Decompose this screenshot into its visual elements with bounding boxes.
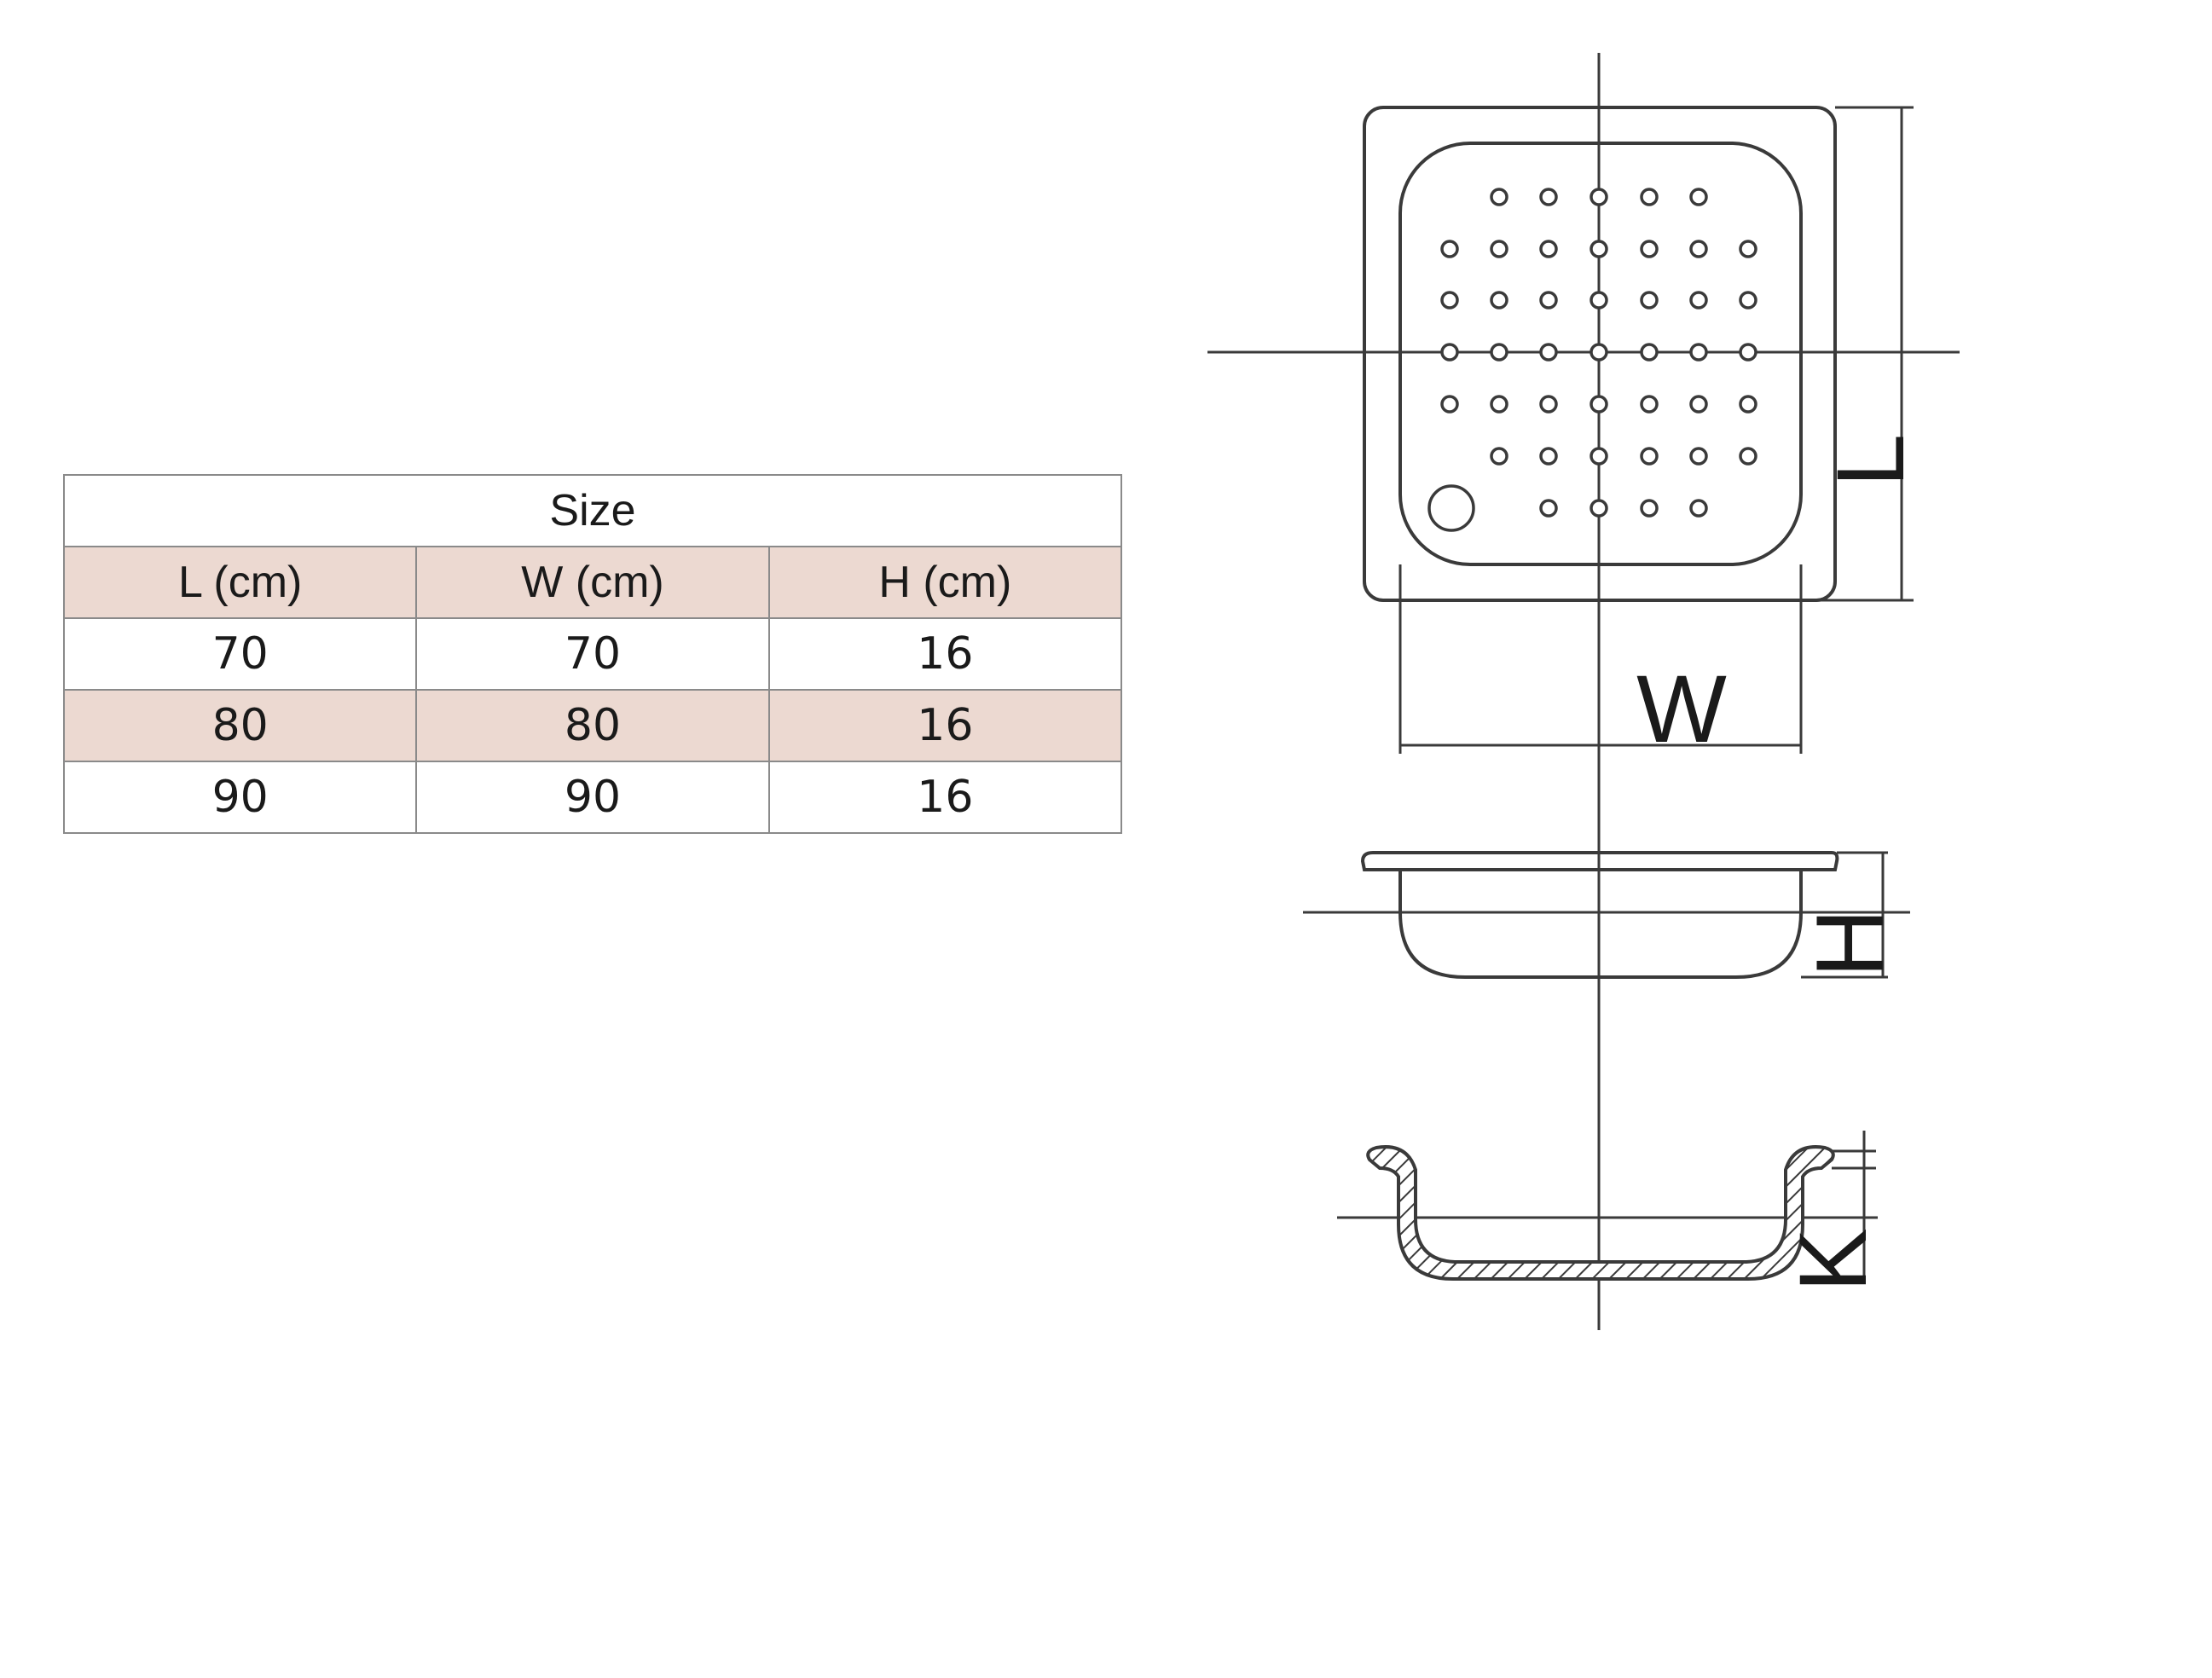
drainage-hole-icon bbox=[1490, 240, 1508, 258]
drainage-hole-icon bbox=[1739, 343, 1757, 362]
drainage-hole-icon bbox=[1539, 499, 1558, 518]
drainage-hole-icon bbox=[1490, 291, 1508, 310]
side-view-basin bbox=[1398, 870, 1803, 979]
cell-length: 90 bbox=[62, 761, 418, 834]
cell-height: 16 bbox=[767, 761, 1123, 834]
header-height: H (cm) bbox=[767, 546, 1123, 619]
table-row: 80 80 16 bbox=[62, 689, 1123, 762]
drainage-hole-icon bbox=[1590, 499, 1608, 518]
drainage-hole-icon bbox=[1689, 188, 1708, 206]
width-label: W bbox=[1636, 656, 1727, 762]
tray-inner-basin bbox=[1398, 142, 1803, 566]
drainage-hole-icon bbox=[1689, 343, 1708, 362]
drainage-hole-icon bbox=[1689, 240, 1708, 258]
table-header-row: L (cm) W (cm) H (cm) bbox=[62, 546, 1123, 619]
drainage-hole-icon bbox=[1490, 343, 1508, 362]
drainage-hole-icon bbox=[1590, 343, 1608, 362]
drainage-hole-icon bbox=[1539, 447, 1558, 466]
drainage-hole-icon bbox=[1440, 240, 1459, 258]
drainage-hole-icon bbox=[1640, 343, 1659, 362]
drainage-hole-icon bbox=[1739, 291, 1757, 310]
header-length: L (cm) bbox=[62, 546, 418, 619]
cell-height: 16 bbox=[767, 689, 1123, 762]
length-label: L bbox=[1817, 434, 1924, 487]
drainage-hole-icon bbox=[1590, 188, 1608, 206]
drainage-hole-icon bbox=[1640, 499, 1659, 518]
drainage-hole-icon bbox=[1689, 447, 1708, 466]
cell-width: 80 bbox=[415, 689, 770, 762]
drainage-hole-icon bbox=[1539, 188, 1558, 206]
drainage-hole-icon bbox=[1490, 188, 1508, 206]
drainage-hole-icon bbox=[1490, 395, 1508, 414]
tray-outer-rim bbox=[1363, 106, 1837, 602]
cell-height: 16 bbox=[767, 617, 1123, 691]
cell-length: 70 bbox=[62, 617, 418, 691]
drainage-hole-icon bbox=[1640, 240, 1659, 258]
table-title: Size bbox=[63, 474, 1122, 547]
drainage-hole-icon bbox=[1739, 447, 1757, 466]
drainage-hole-icon bbox=[1689, 395, 1708, 414]
drainage-hole-icon bbox=[1640, 291, 1659, 310]
table-row: 70 70 16 bbox=[62, 617, 1123, 691]
drainage-hole-icon bbox=[1739, 395, 1757, 414]
drainage-hole-icon bbox=[1440, 395, 1459, 414]
drainage-hole-grid bbox=[1440, 188, 1757, 518]
drainage-hole-icon bbox=[1640, 395, 1659, 414]
drainage-hole-icon bbox=[1590, 291, 1608, 310]
size-table: Size L (cm) W (cm) H (cm) 70 70 16 80 80… bbox=[62, 474, 1123, 834]
drainage-hole-icon bbox=[1539, 240, 1558, 258]
drainage-hole-icon bbox=[1539, 291, 1558, 310]
drainage-hole-icon bbox=[1590, 447, 1608, 466]
table-row: 90 90 16 bbox=[62, 761, 1123, 834]
drainage-hole-icon bbox=[1689, 499, 1708, 518]
side-view-rim bbox=[1360, 851, 1839, 871]
cell-length: 80 bbox=[62, 689, 418, 762]
drainage-hole-icon bbox=[1640, 447, 1659, 466]
height-label: H bbox=[1797, 909, 1903, 978]
thickness-label: K bbox=[1780, 1229, 1886, 1293]
drainage-hole-icon bbox=[1640, 188, 1659, 206]
drainage-hole-icon bbox=[1590, 395, 1608, 414]
drainage-hole-icon bbox=[1539, 395, 1558, 414]
drainage-hole-icon bbox=[1590, 240, 1608, 258]
header-width: W (cm) bbox=[415, 546, 770, 619]
drainage-hole-icon bbox=[1689, 291, 1708, 310]
drainage-hole-icon bbox=[1739, 240, 1757, 258]
cell-width: 90 bbox=[415, 761, 770, 834]
table-title-row: Size bbox=[63, 474, 1122, 547]
drainage-hole-icon bbox=[1539, 343, 1558, 362]
drainage-hole-icon bbox=[1490, 447, 1508, 466]
drainage-hole-icon bbox=[1440, 291, 1459, 310]
drain-outlet-icon bbox=[1427, 484, 1475, 532]
section-view-profile bbox=[1366, 1145, 1835, 1281]
drainage-hole-icon bbox=[1440, 343, 1459, 362]
shower-tray-drawing: L W H K bbox=[1207, 53, 1960, 1330]
cell-width: 70 bbox=[415, 617, 770, 691]
